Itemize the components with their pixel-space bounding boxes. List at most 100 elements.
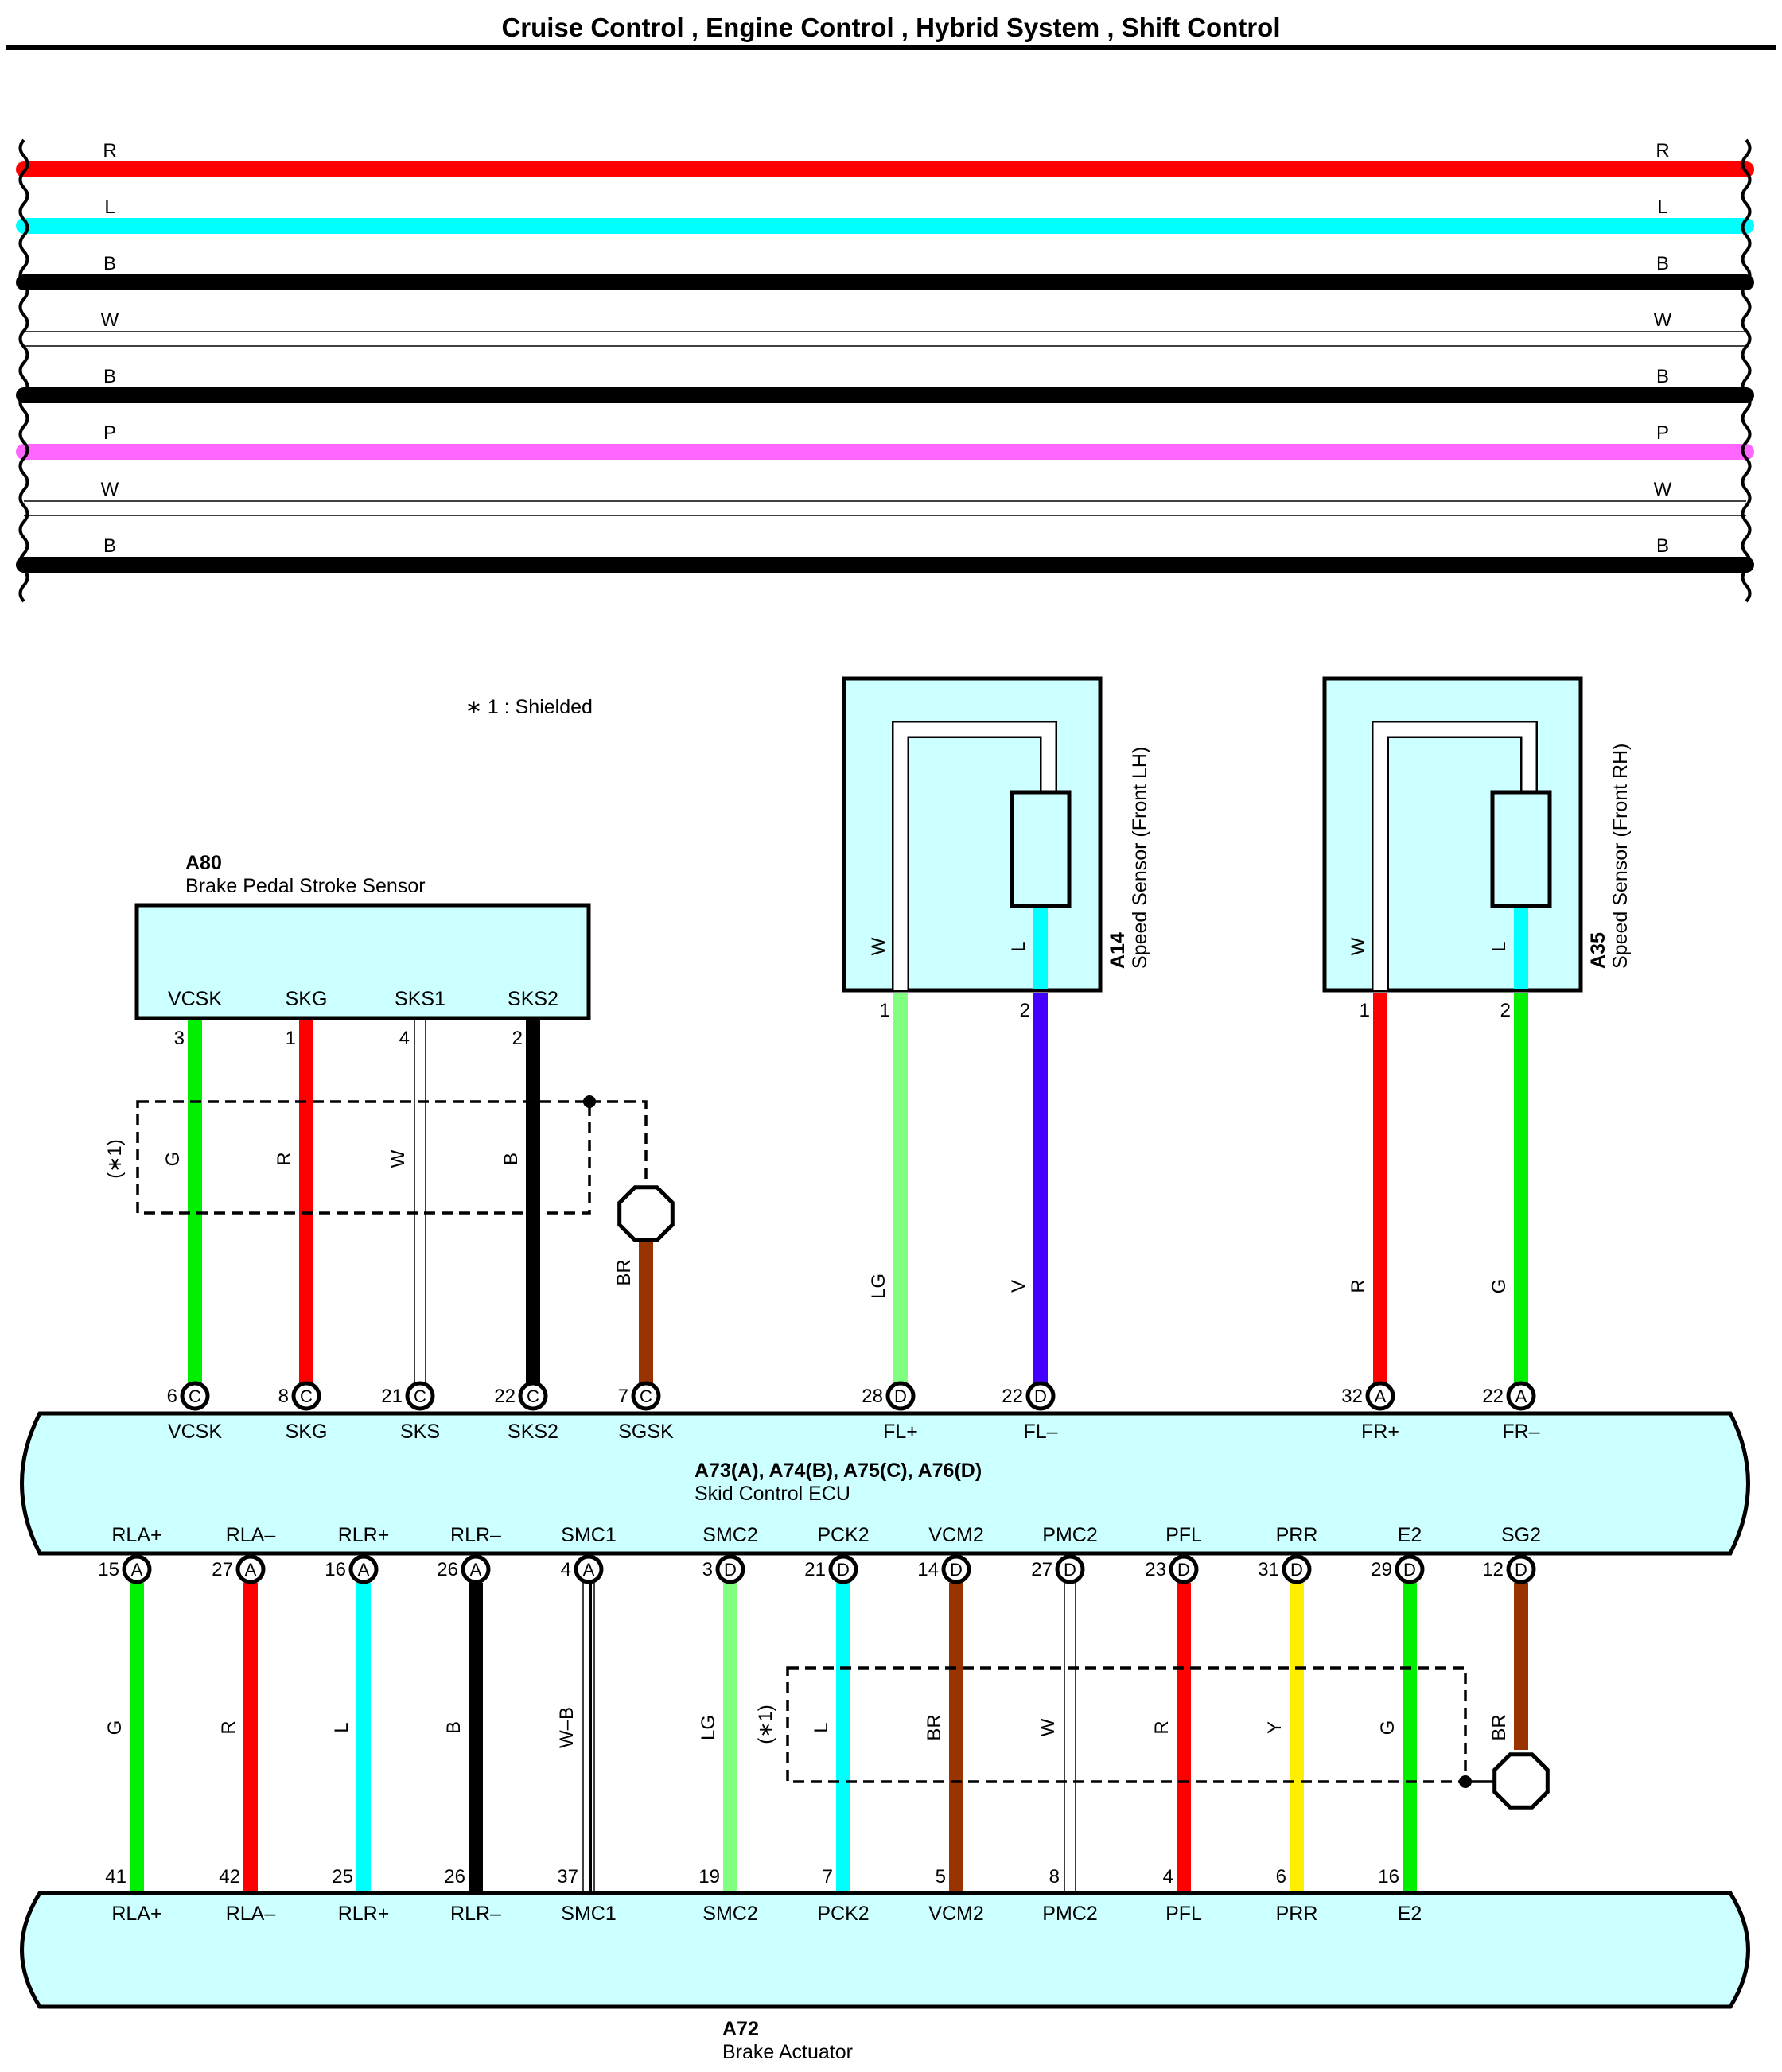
speed_sensor_lh-inner-label: W (868, 937, 889, 955)
top-wire-label-left: B (103, 535, 116, 557)
ecu-bottom-terminal (1395, 1554, 1425, 1584)
ecu-top-connector-letter: D (1034, 1386, 1047, 1406)
top-wire-label-left: W (101, 479, 119, 500)
speed_sensor_rh-inner-label: L (1488, 941, 1510, 951)
ecu-bottom-pin-name: SMC2 (702, 1524, 757, 1546)
ecu-top-connector-letter: A (1515, 1386, 1527, 1406)
ecu-bottom-pin-name: RLR– (450, 1524, 501, 1546)
ecu-bottom-connector-letter: A (245, 1560, 257, 1580)
ecu-bottom-pin-name: SG2 (1501, 1524, 1541, 1546)
ecu-top-connector-letter: C (640, 1386, 652, 1406)
brake-actuator-box (20, 1891, 1750, 2009)
a80-code: A80 (185, 852, 222, 874)
actuator-pin-name: VCM2 (928, 1903, 983, 1925)
ecu-bottom-pin-number: 27 (1031, 1559, 1052, 1580)
skid-control-ecu-box (20, 1411, 1750, 1556)
a80-shield-label: (∗1) (104, 1139, 126, 1178)
ecu-top-pin-number: 22 (494, 1386, 516, 1407)
ecu-top-terminal (1506, 1381, 1536, 1411)
ecu-bottom-terminal (828, 1554, 858, 1584)
ecu-bottom-terminal (941, 1554, 971, 1584)
lower-wire-color-label: R (218, 1720, 239, 1734)
ecu-bottom-terminal (1169, 1554, 1199, 1584)
ecu-top-terminal (518, 1381, 548, 1411)
ecu-top-connector-letter: D (894, 1386, 907, 1406)
ecu-bottom-pin-number: 26 (437, 1559, 458, 1580)
top-wire-label-left: L (104, 196, 115, 218)
actuator-pin-number: 4 (1163, 1866, 1173, 1887)
actuator-pin-number: 16 (1378, 1866, 1399, 1887)
lower-wire-color-label: B (443, 1721, 465, 1734)
lower-wire-color-label: Y (1264, 1721, 1286, 1734)
ecu-bottom-connector-letter: D (1403, 1560, 1416, 1580)
top-wire-label-left: B (103, 253, 116, 274)
top-wire-label-left: W (101, 309, 119, 331)
ecu-bottom-pin-number: 3 (702, 1559, 713, 1580)
ecu-top-pin-name: SKG (286, 1421, 328, 1443)
a80-wire-color-label: W (387, 1149, 409, 1168)
ecu-bottom-connector-letter: A (358, 1560, 370, 1580)
a80-pin-number: 1 (286, 1028, 296, 1049)
ecu-top-pin-number: 22 (1482, 1386, 1504, 1407)
ecu-bottom-terminal (122, 1554, 152, 1584)
a80-connector-box (134, 903, 591, 1020)
ecu-bottom-pin-name: PFL (1165, 1524, 1202, 1546)
speed_sensor_lh-wire-label: LG (868, 1273, 889, 1299)
lower-wire-color-label: L (331, 1722, 352, 1732)
actuator-pin-number: 19 (698, 1866, 720, 1887)
lower-shield-box (786, 1666, 1467, 1783)
a80-pin-name: VCSK (168, 988, 222, 1010)
ecu-top-connector-letter: A (1375, 1386, 1387, 1406)
top-wire-label-right: B (1656, 535, 1669, 557)
ecu-top-connector-letter: C (527, 1386, 539, 1406)
actuator-pin-name: SMC1 (561, 1903, 616, 1925)
actuator-pin-name: E2 (1398, 1903, 1422, 1925)
actuator-pin-number: 7 (823, 1866, 833, 1887)
ecu-top-pin-name: SKS (400, 1421, 440, 1443)
actuator-pin-name: PCK2 (817, 1903, 869, 1925)
actuator-pin-number: 42 (219, 1866, 240, 1887)
speed_sensor_rh-pin-number: 1 (1360, 1000, 1370, 1021)
actuator-pin-name: RLA+ (111, 1903, 161, 1925)
speed_sensor_rh-inner-label: W (1348, 937, 1369, 955)
ecu-top-terminal (885, 1381, 916, 1411)
actuator-code: A72 (722, 2018, 759, 2040)
lower-wire-color-label: L (811, 1722, 832, 1732)
actuator-pin-name: RLR– (450, 1903, 501, 1925)
ecu-bottom-connector-letter: D (1515, 1560, 1527, 1580)
actuator-pin-number: 26 (444, 1866, 465, 1887)
top-wire-label-right: B (1656, 366, 1669, 387)
speed_sensor_rh-wire-label: G (1488, 1279, 1510, 1294)
a80-pin-name: SKS2 (508, 988, 558, 1010)
a80-wire-color-label: R (274, 1152, 295, 1165)
lower-shield-label: (∗1) (755, 1705, 776, 1744)
ecu-bottom-connector-letter: A (583, 1560, 595, 1580)
ecu-bottom-pin-name: SMC1 (561, 1524, 616, 1546)
speed_sensor_lh-pin-number: 2 (1020, 1000, 1030, 1021)
shield-note: ∗ 1 : Shielded (465, 696, 593, 718)
actuator-pin-name: PRR (1276, 1903, 1318, 1925)
actuator-pin-number: 41 (105, 1866, 126, 1887)
ecu-top-pin-number: 22 (1002, 1386, 1023, 1407)
lower-wire-color-label: LG (698, 1715, 719, 1740)
ecu-top-pin-number: 8 (278, 1386, 289, 1407)
ecu-top-terminal (405, 1381, 435, 1411)
speed_sensor_rh-name: Speed Sensor (Front RH) (1609, 744, 1632, 969)
actuator-pin-number: 8 (1049, 1866, 1060, 1887)
speed_sensor_rh-code: A35 (1587, 932, 1609, 969)
ecu-bottom-pin-number: 14 (917, 1559, 939, 1580)
ecu-name: Skid Control ECU (695, 1483, 850, 1505)
ecu-bottom-connector-letter: D (724, 1560, 737, 1580)
ecu-bottom-connector-letter: A (470, 1560, 482, 1580)
actuator-pin-name: RLA– (226, 1903, 276, 1925)
ecu-bottom-terminal (461, 1554, 491, 1584)
speed_sensor_lh-wire-label: V (1008, 1280, 1029, 1293)
shield-ground-wire-label: BR (613, 1259, 635, 1285)
ecu-bottom-pin-number: 16 (325, 1559, 346, 1580)
ecu-top-pin-number: 7 (618, 1386, 628, 1407)
actuator-pin-name: SMC2 (702, 1903, 757, 1925)
ecu-codes: A73(A), A74(B), A75(C), A76(D) (695, 1460, 982, 1482)
ecu-bottom-pin-name: E2 (1398, 1524, 1422, 1546)
ecu-bottom-terminal (348, 1554, 379, 1584)
